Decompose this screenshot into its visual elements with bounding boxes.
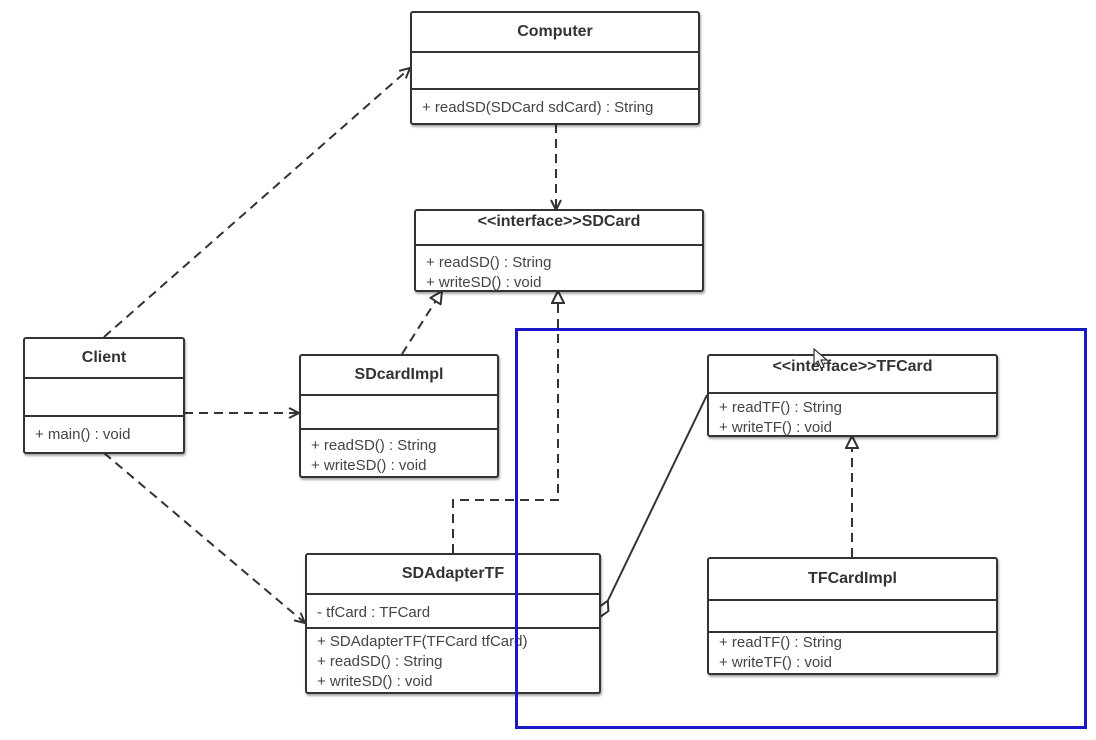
operation-item: + readSD() : String (311, 437, 437, 454)
class-tfcardimpl[interactable]: TFCardImpl + readTF() : String + writeTF… (707, 557, 998, 675)
class-name: <<interface>>TFCard (709, 356, 996, 394)
operation-item: + readSD() : String (317, 653, 443, 670)
realization-sdcardimpl-sdcard[interactable] (401, 291, 442, 355)
operations-compartment: + SDAdapterTF(TFCard tfCard) + readSD() … (307, 629, 599, 692)
operation-item: + writeSD() : void (311, 457, 427, 474)
operation-item: + writeSD() : void (317, 673, 433, 690)
operation-item: + writeTF() : void (719, 419, 832, 436)
class-name: SDAdapterTF (307, 555, 599, 595)
operation-item: + readSD(SDCard sdCard) : String (422, 99, 654, 116)
class-name: <<interface>>SDCard (416, 211, 702, 246)
attributes-compartment (412, 53, 698, 90)
operations-compartment: + readTF() : String + writeTF() : void (709, 633, 996, 673)
operation-item: + main() : void (35, 426, 131, 443)
class-sdcard-interface[interactable]: <<interface>>SDCard + readSD() : String … (414, 209, 704, 292)
operations-compartment: + readSD() : String + writeSD() : void (301, 430, 497, 476)
dependency-client-sdadaptertf[interactable] (103, 452, 305, 623)
class-name: TFCardImpl (709, 559, 996, 601)
class-client[interactable]: Client + main() : void (23, 337, 185, 454)
attributes-compartment (301, 396, 497, 430)
class-name: SDcardImpl (301, 356, 497, 396)
class-sdcardimpl[interactable]: SDcardImpl + readSD() : String + writeSD… (299, 354, 499, 478)
aggregation-sdadaptertf-tfcard[interactable] (600, 394, 708, 617)
operation-item: + readTF() : String (719, 399, 842, 416)
attributes-compartment: - tfCard : TFCard (307, 595, 599, 629)
operation-item: + SDAdapterTF(TFCard tfCard) (317, 633, 528, 650)
operations-compartment: + readSD() : String + writeSD() : void (416, 246, 702, 293)
operations-compartment: + main() : void (25, 417, 183, 452)
realization-sdadaptertf-sdcard[interactable] (452, 291, 558, 553)
class-sdadaptertf[interactable]: SDAdapterTF - tfCard : TFCard + SDAdapte… (305, 553, 601, 694)
operation-item: + writeTF() : void (719, 654, 832, 671)
attributes-compartment (709, 601, 996, 633)
class-tfcard-interface[interactable]: <<interface>>TFCard + readTF() : String … (707, 354, 998, 437)
attributes-compartment (25, 379, 183, 417)
class-name: Client (25, 339, 183, 379)
operation-item: + readSD() : String (426, 254, 552, 271)
operation-item: + writeSD() : void (426, 274, 542, 291)
class-computer[interactable]: Computer + readSD(SDCard sdCard) : Strin… (410, 11, 700, 125)
class-name: Computer (412, 13, 698, 53)
dependency-client-computer[interactable] (103, 68, 410, 338)
operations-compartment: + readSD(SDCard sdCard) : String (412, 90, 698, 123)
operation-item: + readTF() : String (719, 634, 842, 651)
attribute-item: - tfCard : TFCard (317, 604, 431, 621)
operations-compartment: + readTF() : String + writeTF() : void (709, 394, 996, 438)
